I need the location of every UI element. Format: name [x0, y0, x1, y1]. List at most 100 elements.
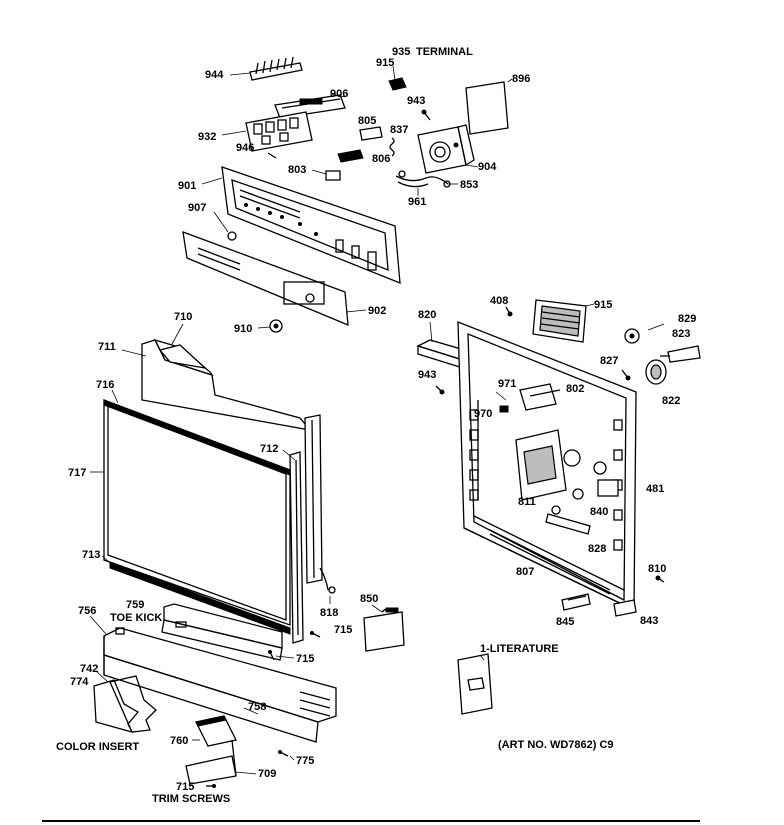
- label-756: 756: [78, 605, 96, 617]
- label-932: 932: [198, 131, 216, 143]
- part-829-cap: [624, 328, 640, 344]
- label-971: 971: [498, 378, 516, 390]
- label-759: 759: [126, 599, 144, 611]
- label-906: 906: [330, 88, 348, 100]
- part-481-switch: [597, 479, 619, 497]
- label-710: 710: [174, 311, 192, 323]
- label-818: 818: [320, 607, 338, 619]
- label-961: 961: [408, 196, 426, 208]
- label-820: 820: [418, 309, 436, 321]
- label-845: 845: [556, 616, 574, 628]
- part-802-latch: [519, 383, 561, 411]
- part-915-vent: [532, 299, 587, 343]
- label-715a: 715: [334, 624, 352, 636]
- part-759-toe-kick: [161, 603, 283, 661]
- part-774-color-insert: [93, 675, 157, 734]
- label-828: 828: [588, 543, 606, 555]
- label-970: 970: [474, 408, 492, 420]
- label-759-toe-kick: TOE KICK: [110, 612, 162, 624]
- label-840: 840: [590, 506, 608, 518]
- part-806-pad: [337, 149, 364, 163]
- label-774: 774: [70, 676, 89, 688]
- screw-icon: [267, 152, 277, 159]
- part-822-dispenser-cap: [645, 359, 667, 385]
- bracket-icon: [185, 715, 237, 785]
- label-910: 910: [234, 323, 252, 335]
- label-806: 806: [372, 153, 390, 165]
- part-805-bracket: [359, 126, 383, 141]
- label-907: 907: [188, 202, 206, 214]
- label-408: 408: [490, 295, 508, 307]
- part-837-spring: [389, 137, 395, 157]
- label-712: 712: [260, 443, 278, 455]
- part-915-terminal: [388, 77, 407, 91]
- label-715b: 715: [296, 653, 314, 665]
- label-716: 716: [96, 379, 114, 391]
- label-944: 944: [205, 69, 224, 81]
- part-823-actuator: [660, 345, 701, 363]
- part-932-switch-block: [245, 111, 313, 152]
- label-902: 902: [368, 305, 386, 317]
- label-827: 827: [600, 355, 618, 367]
- label-811: 811: [518, 496, 536, 508]
- part-904-timer: [417, 124, 475, 174]
- label-843: 843: [640, 615, 658, 627]
- part-828-bracket: [545, 505, 591, 535]
- label-853: 853: [460, 179, 478, 191]
- label-901: 901: [178, 180, 196, 192]
- label-807: 807: [516, 566, 534, 578]
- screw-icon: [319, 567, 336, 594]
- part-literature-booklet: [457, 653, 493, 715]
- label-850: 850: [360, 593, 378, 605]
- part-902-front-panel: [182, 231, 349, 327]
- part-910-knob: [269, 319, 283, 333]
- part-712-side-rail: [289, 451, 304, 644]
- part-896-sheet: [465, 81, 509, 135]
- label-742: 742: [80, 663, 98, 675]
- part-901-control-panel: [221, 166, 401, 284]
- part-907-knob: [227, 231, 237, 241]
- screw-icon: [268, 650, 275, 661]
- label-805: 805: [358, 115, 376, 127]
- label-775: 775: [296, 755, 314, 767]
- part-door-edge-bracket: [304, 414, 323, 584]
- screw-icon: [421, 109, 431, 121]
- label-829: 829: [678, 313, 696, 325]
- part-840-grommet: [572, 488, 584, 500]
- part-845-hinge: [561, 593, 591, 611]
- label-709: 709: [258, 768, 276, 780]
- label-trim-screws: TRIM SCREWS: [152, 793, 230, 805]
- screw-icon: [621, 369, 631, 381]
- label-803: 803: [288, 164, 306, 176]
- screw-icon: [505, 306, 513, 317]
- label-713: 713: [82, 549, 100, 561]
- label-837: 837: [390, 124, 408, 136]
- part-713-bottom-strip: [109, 561, 291, 635]
- label-915b: 915: [594, 299, 612, 311]
- part-843-hinge: [613, 599, 637, 617]
- part-906-connector: [274, 94, 346, 119]
- part-807-gasket: [489, 529, 611, 595]
- label-758: 758: [248, 701, 266, 713]
- screw-icon: [655, 575, 665, 583]
- part-717-outer-door: [103, 399, 297, 628]
- label-711: 711: [98, 341, 116, 353]
- part-803-clip: [325, 170, 341, 181]
- label-810: 810: [648, 563, 666, 575]
- part-850-bracket: [363, 607, 405, 652]
- label-802: 802: [566, 383, 584, 395]
- label-915a: 915: [376, 57, 394, 69]
- label-481: 481: [646, 483, 664, 495]
- label-943a: 943: [407, 95, 425, 107]
- label-715c: 715: [176, 781, 194, 793]
- part-756-toe-kick-panel: [103, 627, 337, 743]
- label-946: 946: [236, 142, 254, 154]
- part-811-dispenser: [515, 429, 607, 501]
- label-943b: 943: [418, 369, 436, 381]
- label-822: 822: [662, 395, 680, 407]
- part-853-harness: [395, 170, 451, 188]
- label-717: 717: [68, 467, 86, 479]
- label-823: 823: [672, 328, 690, 340]
- label-color-insert: COLOR INSERT: [56, 741, 139, 753]
